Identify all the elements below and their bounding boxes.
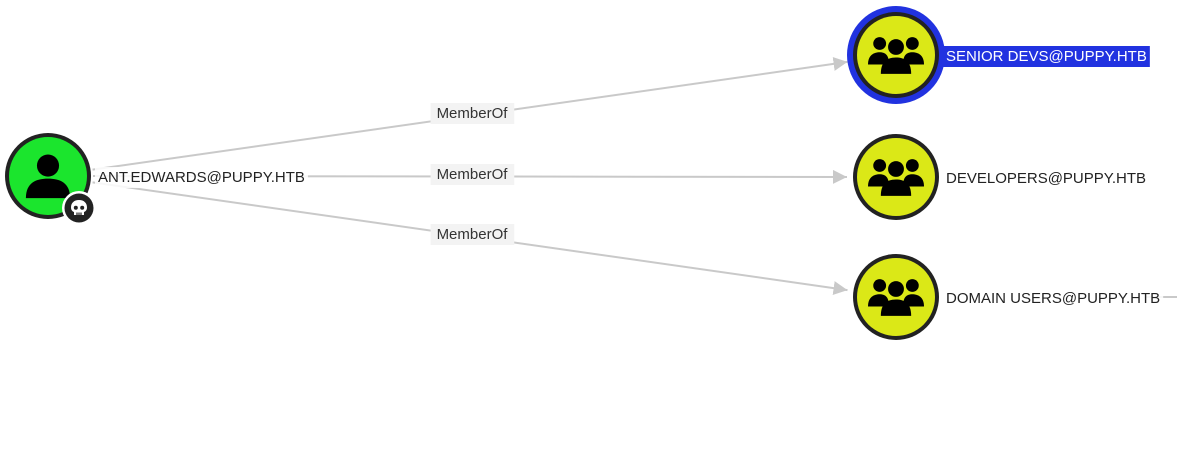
node-senior-devs-puppy-htb[interactable]: SENIOR DEVS@PUPPY.HTB [847,6,1150,104]
node-label-text: SENIOR DEVS@PUPPY.HTB [946,48,1147,65]
node-label-background [943,46,1150,67]
node-label-text: DOMAIN USERS@PUPPY.HTB [946,290,1160,307]
node-label[interactable]: SENIOR DEVS@PUPPY.HTB [943,46,1150,67]
node-fill [857,16,935,94]
edge-ant-domusers[interactable]: MemberOf [92,181,848,296]
node-label-background [943,168,1150,189]
node-label-background [943,288,1164,309]
edge-label[interactable]: MemberOf [430,103,515,124]
node-fill [857,138,935,216]
edge-ant-senior[interactable]: MemberOf [92,56,848,171]
node-domain-users-puppy-htb[interactable]: DOMAIN USERS@PUPPY.HTB [853,254,1164,340]
node-label-background [95,167,308,188]
node-label[interactable]: ANT.EDWARDS@PUPPY.HTB [95,167,308,188]
node-label-text: DEVELOPERS@PUPPY.HTB [946,170,1146,187]
edge-label[interactable]: MemberOf [430,164,515,185]
node-fill [857,258,935,336]
node-label[interactable]: DOMAIN USERS@PUPPY.HTB [943,288,1164,309]
skull-icon [62,191,96,225]
edge-label-background [430,164,515,185]
edge-label[interactable]: MemberOf [430,224,515,245]
node-label-text: ANT.EDWARDS@PUPPY.HTB [98,169,305,186]
node-label[interactable]: DEVELOPERS@PUPPY.HTB [943,168,1150,189]
edge-label-text: MemberOf [437,105,509,122]
edge-label-text: MemberOf [437,226,509,243]
edge-label-background [430,224,515,245]
edge-label-background [430,103,515,124]
node-developers-puppy-htb[interactable]: DEVELOPERS@PUPPY.HTB [853,134,1150,220]
node-ant-edwards-puppy-htb[interactable]: ANT.EDWARDS@PUPPY.HTB [5,133,308,225]
edge-label-text: MemberOf [437,166,509,183]
